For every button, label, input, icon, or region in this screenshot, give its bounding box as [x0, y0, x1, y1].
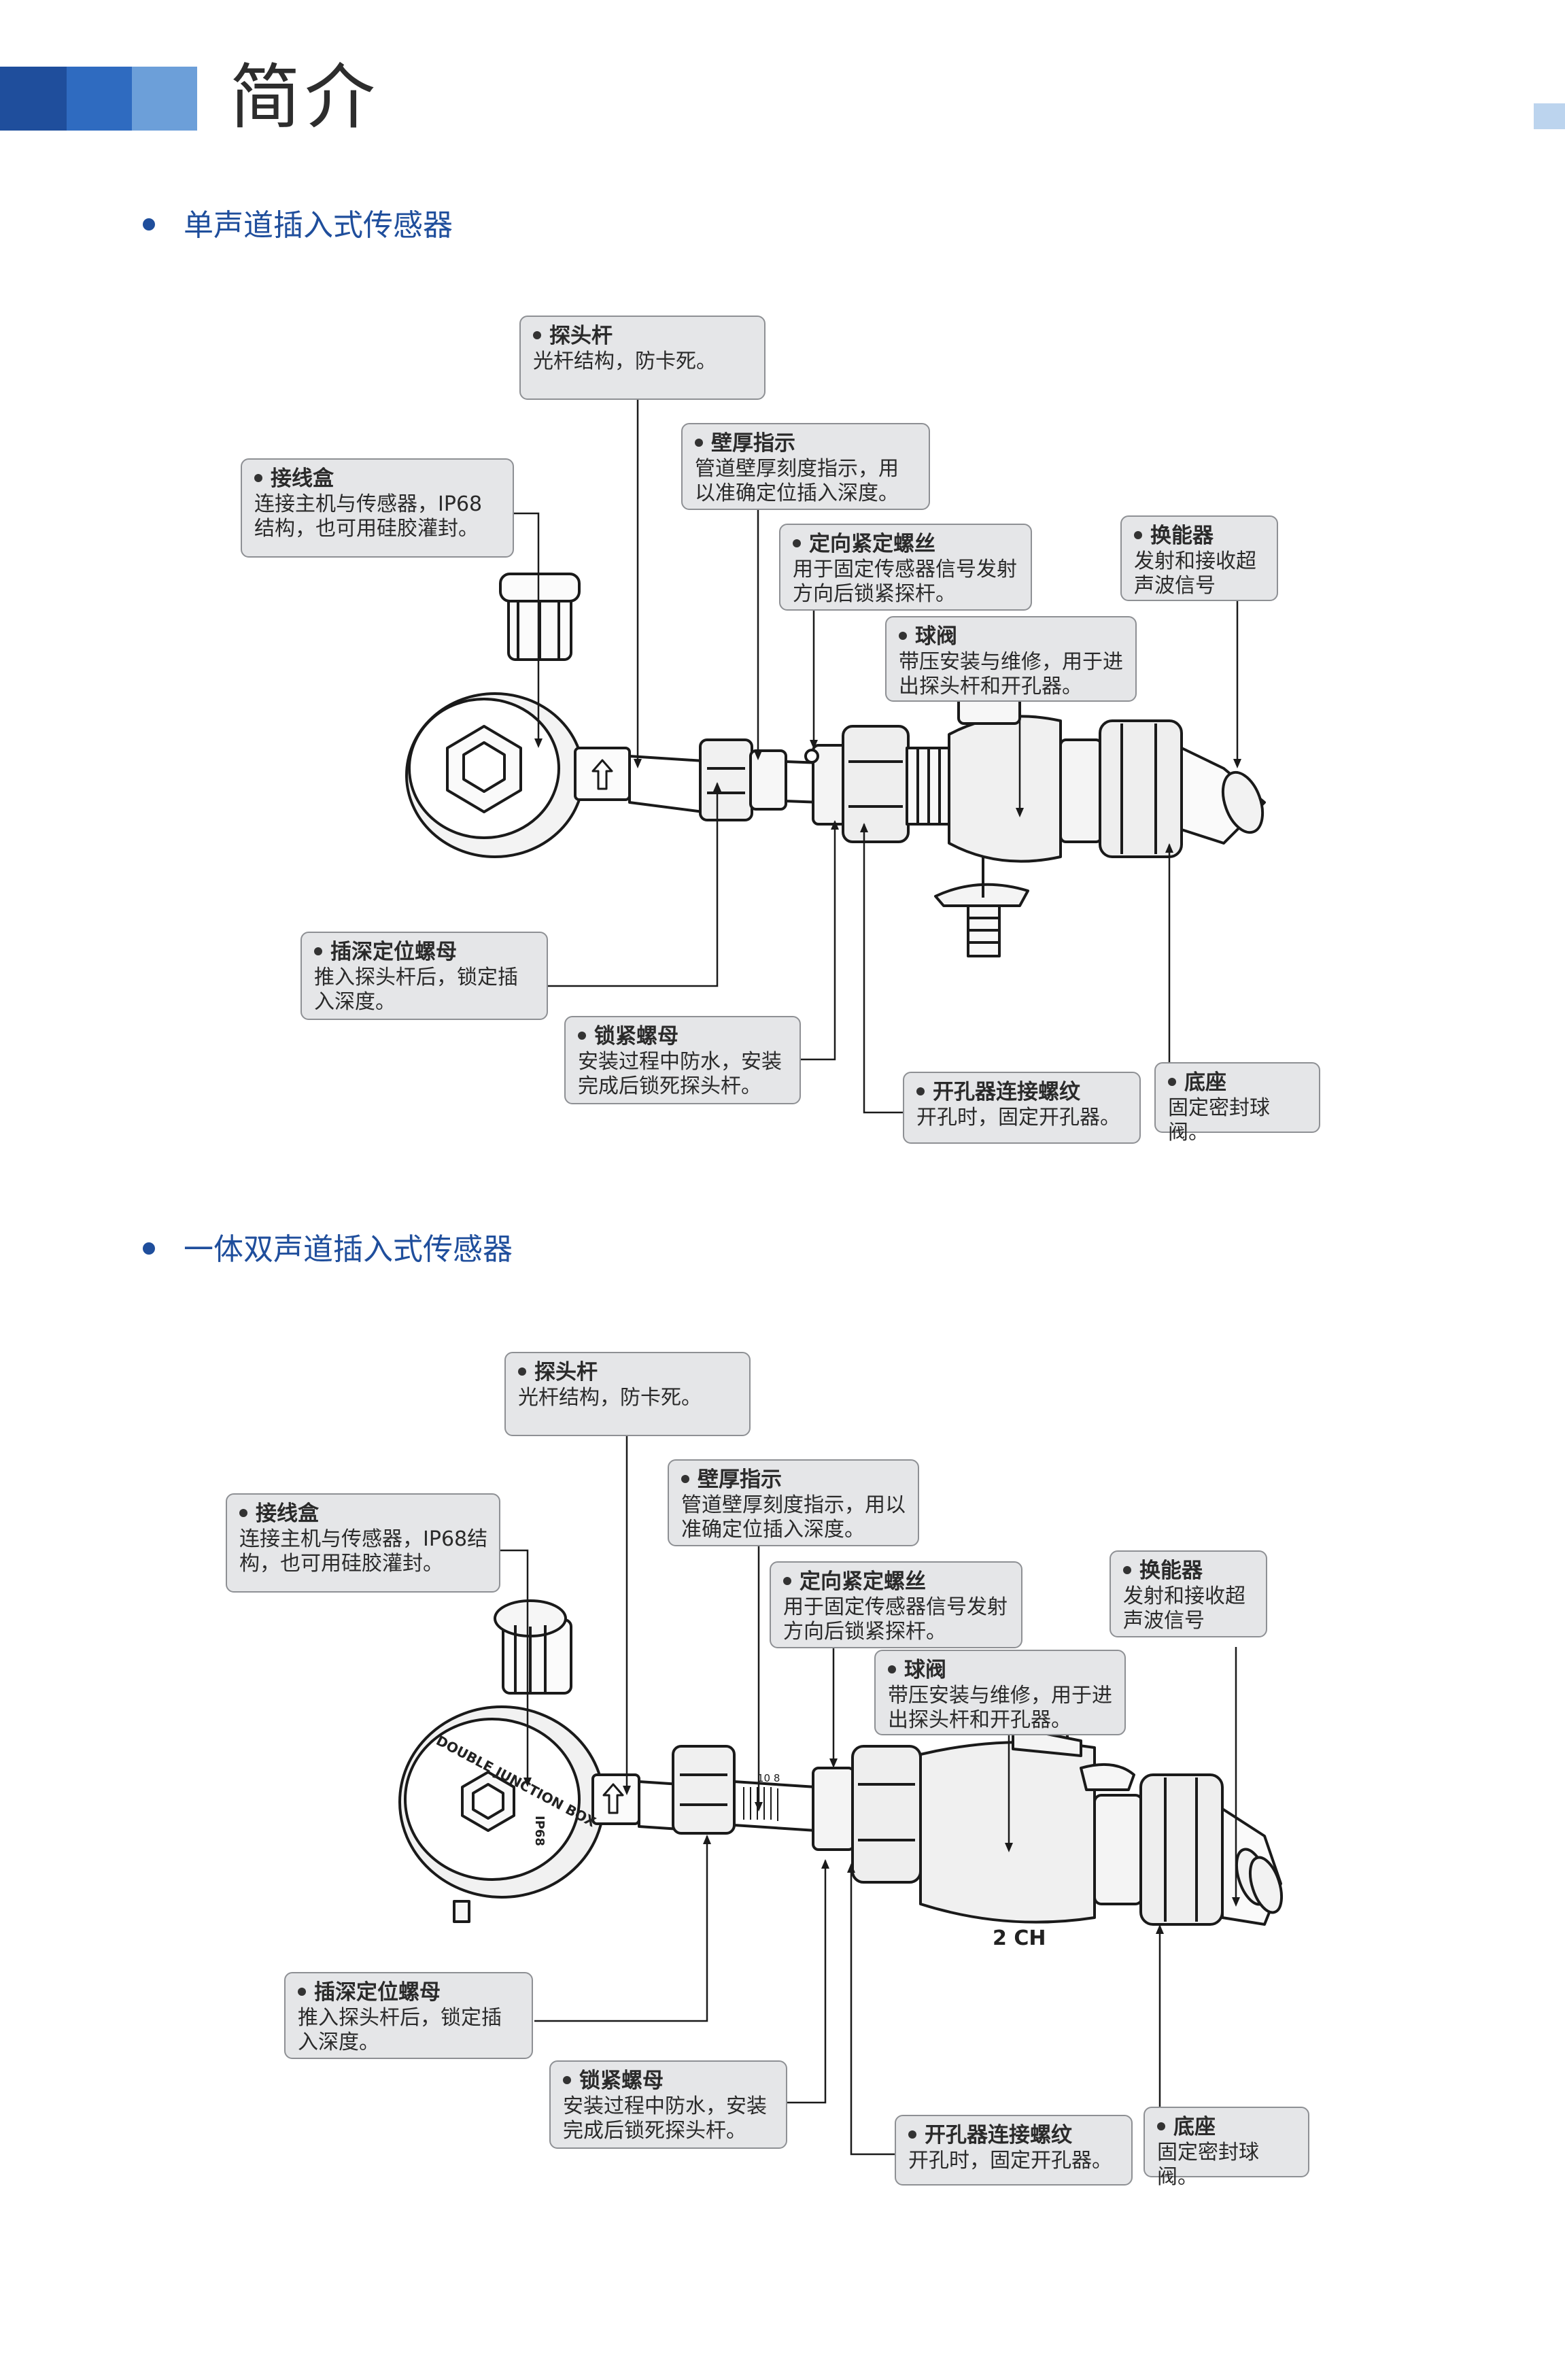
channel-label-text: 2 CH	[993, 1926, 1046, 1950]
diagram-single-channel: 探头杆 光杆结构，防卡死。 接线盒 连接主机与传感器，IP68结构，也可用硅胶灌…	[0, 299, 1565, 1156]
callout-depth-nut: 插深定位螺母 推入探头杆后，锁定插入深度。	[284, 1972, 533, 2059]
bullet-icon	[143, 1242, 155, 1255]
callout-ball-valve: 球阀 带压安装与维修，用于进出探头杆和开孔器。	[874, 1650, 1126, 1735]
callout-wall-thickness: 壁厚指示 管道壁厚刻度指示，用以准确定位插入深度。	[681, 423, 930, 510]
bullet-icon	[143, 218, 155, 231]
callout-wall-thickness: 壁厚指示 管道壁厚刻度指示，用以准确定位插入深度。	[668, 1459, 919, 1546]
page-title: 简介	[230, 56, 380, 139]
lock-nut	[842, 725, 910, 843]
rating-label-text: IP68	[532, 1816, 547, 1846]
callout-junction-box: 接线盒 连接主机与传感器，IP68结构，也可用硅胶灌封。	[241, 458, 514, 558]
base	[1099, 719, 1183, 858]
callout-probe-rod: 探头杆 光杆结构，防卡死。	[519, 316, 766, 400]
callout-probe-rod: 探头杆 光杆结构，防卡死。	[504, 1352, 751, 1436]
header-bar-light	[132, 67, 197, 131]
callout-lock-nut: 锁紧螺母 安装过程中防水，安装完成后锁死探头杆。	[564, 1016, 801, 1104]
callout-cutter-thread: 开孔器连接螺纹 开孔时，固定开孔器。	[895, 2115, 1133, 2186]
dual-sensor-illustration: DOUBLE JUNCTION BOX IP68 10 8 2 CH	[398, 1414, 1284, 2156]
callout-orientation-screw: 定向紧定螺丝 用于固定传感器信号发射方向后锁紧探杆。	[779, 524, 1032, 611]
callout-cutter-thread: 开孔器连接螺纹 开孔时，固定开孔器。	[903, 1072, 1141, 1144]
dual-ball-valve	[919, 1741, 1096, 1924]
diagram-dual-channel: DOUBLE JUNCTION BOX IP68 10 8 2 CH	[0, 1333, 1565, 2189]
callout-depth-nut: 插深定位螺母 推入探头杆后，锁定插入深度。	[300, 932, 548, 1020]
callout-transducer: 换能器 发射和接收超声波信号	[1110, 1550, 1267, 1637]
scale-mark-text: 10 8	[757, 1772, 780, 1784]
callout-orientation-screw: 定向紧定螺丝 用于固定传感器信号发射方向后锁紧探杆。	[770, 1561, 1022, 1648]
callout-transducer: 换能器 发射和接收超声波信号	[1120, 515, 1278, 601]
ball-valve	[948, 715, 1062, 863]
callout-junction-box: 接线盒 连接主机与传感器，IP68结构，也可用硅胶灌封。	[226, 1493, 500, 1593]
callout-base: 底座 固定密封球阀。	[1143, 2107, 1309, 2189]
single-sensor-illustration	[405, 379, 1266, 1114]
depth-nut	[699, 738, 753, 821]
header-bar-mid	[67, 67, 132, 131]
section-heading-single: 单声道插入式传感器	[143, 205, 453, 246]
callout-lock-nut: 锁紧螺母 安装过程中防水，安装完成后锁死探头杆。	[549, 2060, 787, 2149]
corner-tab	[1534, 103, 1565, 129]
callout-ball-valve: 球阀 带压安装与维修，用于进出探头杆和开孔器。	[885, 616, 1137, 702]
section-heading-dual: 一体双声道插入式传感器	[143, 1229, 513, 1270]
cable-gland-cap	[499, 573, 581, 602]
callout-base: 底座 固定密封球阀。	[1154, 1062, 1320, 1144]
header-bar-dark	[0, 67, 67, 131]
